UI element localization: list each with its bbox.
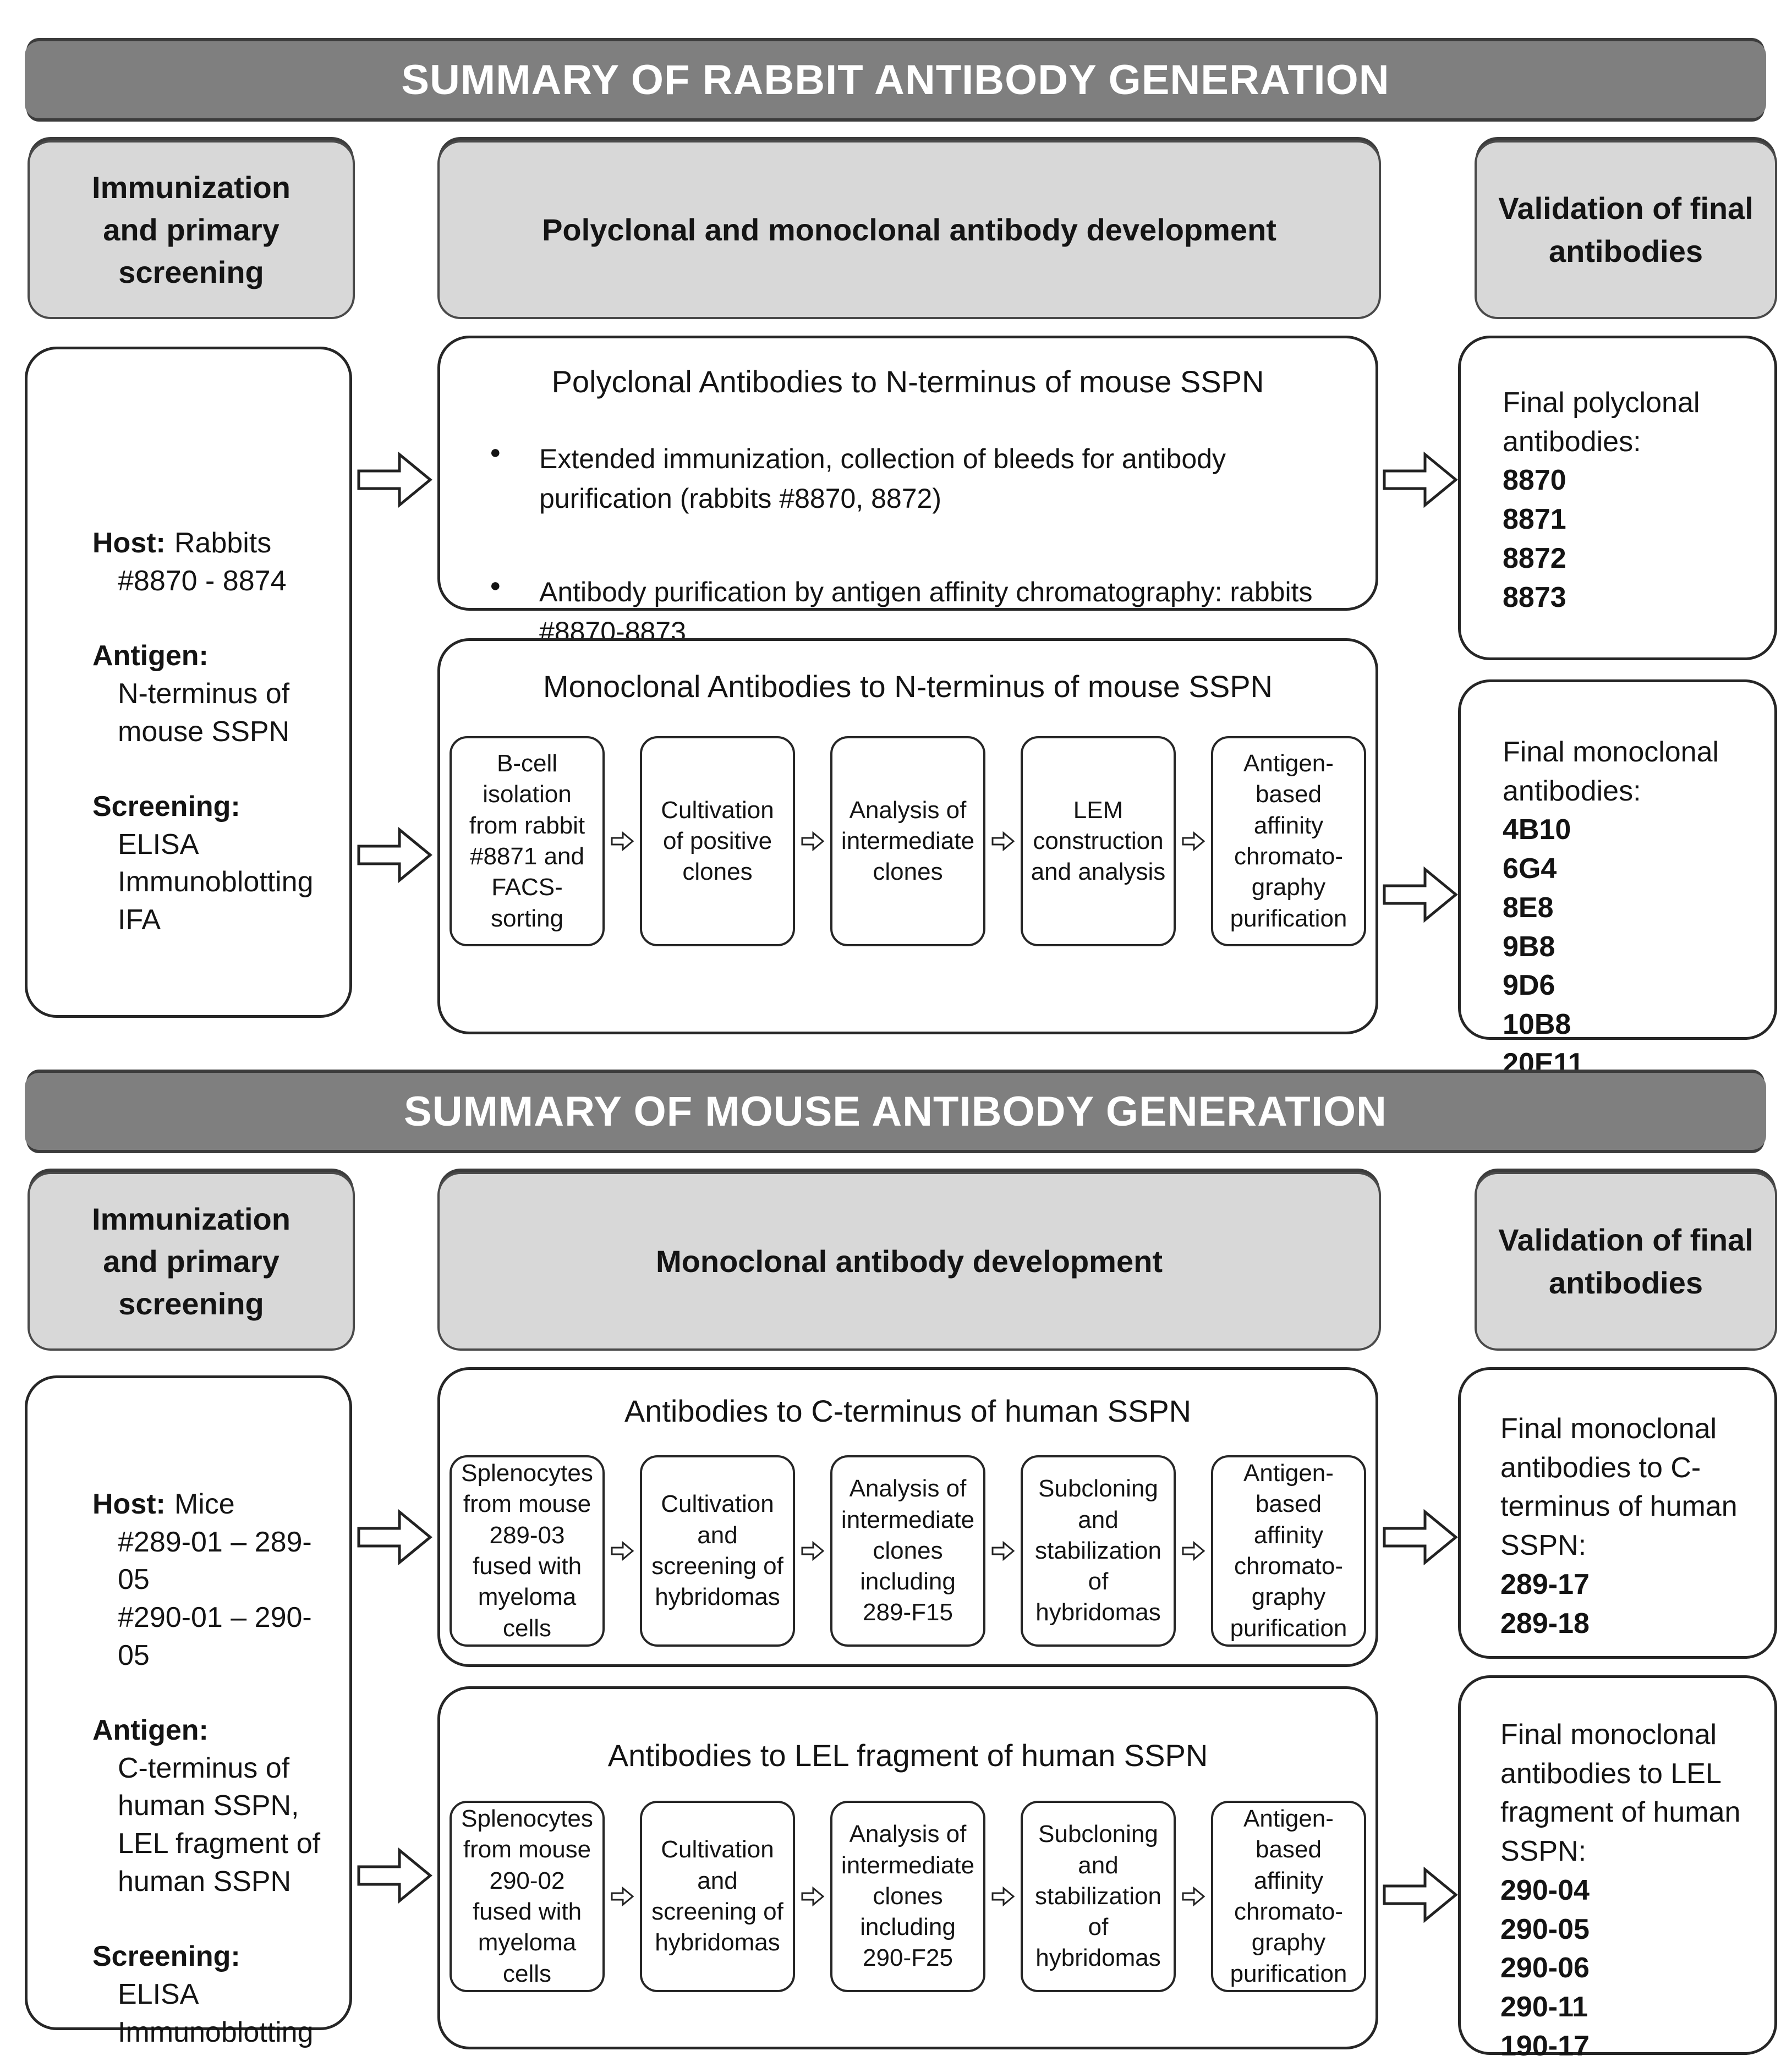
rabbit-header-immunization: Immunization and primary screening	[28, 140, 355, 319]
host-label: Host:	[92, 1488, 166, 1520]
flow-arrow-icon	[357, 1847, 432, 1904]
cterm-step-row: Splenocytes from mouse 289-03 fused with…	[450, 1455, 1366, 1647]
bullet-item: Extended immunization, collection of ble…	[489, 439, 1342, 518]
step-arrow-icon	[611, 1886, 634, 1907]
screening-label: Screening:	[92, 791, 240, 823]
process-step: Cultivation and screening of hybridomas	[640, 1801, 795, 1992]
mouse-header-validation: Validation of final antibodies	[1475, 1172, 1777, 1351]
mouse-final-cterm-box: Final monoclonal antibodies to C- termin…	[1458, 1367, 1777, 1659]
rabbit-polyclonal-box: Polyclonal Antibodies to N-terminus of m…	[437, 336, 1378, 647]
antigen-detail: N-terminus of mouse SSPN	[118, 677, 290, 748]
cterm-box-title: Antibodies to C-terminus of human SSPN	[624, 1394, 1192, 1428]
mouse-host-para: Host:Mice #289-01 – 289-05 #290-01 – 290…	[92, 1485, 333, 1674]
host-value: Mice	[174, 1488, 235, 1520]
screening-label: Screening:	[92, 1940, 240, 1973]
process-step: Splenocytes from mouse 290-02 fused with…	[450, 1801, 605, 1992]
step-arrow-icon	[991, 1540, 1015, 1561]
rabbit-monoclonal-box: Monoclonal Antibodies to N-terminus of m…	[437, 638, 1378, 1034]
process-step: Antigen- based affinity chromato- graphy…	[1211, 1455, 1366, 1647]
monoclonal-box-title: Monoclonal Antibodies to N-terminus of m…	[543, 669, 1273, 704]
screening-detail: ELISA Immunoblotting IFA	[118, 828, 314, 936]
step-arrow-icon	[801, 831, 825, 852]
process-step: B-cell isolation from rabbit #8871 and F…	[450, 736, 605, 946]
process-step: LEM construction and analysis	[1021, 736, 1176, 946]
final-antibody-list: 290-04 290-05 290-06 290-11 190-17	[1500, 1874, 1590, 2056]
rabbit-section-banner: SUMMARY OF RABBIT ANTIBODY GENERATION	[25, 41, 1766, 118]
process-step: Antigen- based affinity chromato- graphy…	[1211, 736, 1366, 946]
process-step: Splenocytes from mouse 289-03 fused with…	[450, 1455, 605, 1647]
step-arrow-icon	[611, 831, 634, 852]
rabbit-header-development: Polyclonal and monoclonal antibody devel…	[437, 140, 1381, 319]
step-arrow-icon	[1182, 1540, 1205, 1561]
host-detail: #8870 - 8874	[118, 564, 287, 597]
monoclonal-step-row: B-cell isolation from rabbit #8871 and F…	[450, 736, 1366, 946]
process-step: Analysis of intermediate clones includin…	[830, 1455, 985, 1647]
process-step: Cultivation and screening of hybridomas	[640, 1455, 795, 1647]
rabbit-host-para: Host:Rabbits #8870 - 8874	[92, 524, 333, 600]
final-antibody-list: 289-17 289-18	[1500, 1568, 1590, 1640]
rabbit-header-validation: Validation of final antibodies	[1475, 140, 1777, 319]
flow-arrow-icon	[1383, 866, 1458, 923]
flow-arrow-icon	[1383, 1866, 1458, 1923]
lel-box-title: Antibodies to LEL fragment of human SSPN	[607, 1738, 1208, 1773]
mouse-lel-box: Antibodies to LEL fragment of human SSPN…	[437, 1686, 1378, 2049]
step-arrow-icon	[801, 1540, 825, 1561]
step-arrow-icon	[801, 1886, 825, 1907]
process-step: Subcloning and stabilization of hybridom…	[1021, 1801, 1176, 1992]
mouse-header-development: Monoclonal antibody development	[437, 1172, 1381, 1351]
mouse-header-immunization: Immunization and primary screening	[28, 1172, 355, 1351]
host-value: Rabbits	[174, 527, 272, 559]
lel-step-row: Splenocytes from mouse 290-02 fused with…	[450, 1801, 1366, 1992]
mouse-cterm-box: Antibodies to C-terminus of human SSPN S…	[437, 1367, 1378, 1667]
final-box-label: Final monoclonal antibodies:	[1503, 736, 1719, 807]
polyclonal-box-title: Polyclonal Antibodies to N-terminus of m…	[551, 364, 1264, 399]
rabbit-antigen-para: Antigen: N-terminus of mouse SSPN	[92, 637, 333, 750]
flow-arrow-icon	[357, 1509, 432, 1566]
rabbit-screening-para: Screening: ELISA Immunoblotting IFA	[92, 788, 333, 939]
host-label: Host:	[92, 527, 166, 559]
process-step: Analysis of intermediate clones	[830, 736, 985, 946]
process-step: Analysis of intermediate clones includin…	[830, 1801, 985, 1992]
mouse-screening-para: Screening: ELISA Immunoblotting IFA	[92, 1938, 333, 2056]
final-antibody-list: 8870 8871 8872 8873	[1503, 464, 1566, 613]
antigen-label: Antigen:	[92, 640, 209, 672]
mouse-antigen-para: Antigen: C-terminus of human SSPN, LEL f…	[92, 1712, 333, 1900]
process-step: Antigen- based affinity chromato- graphy…	[1211, 1801, 1366, 1992]
mouse-immunization-box: Host:Mice #289-01 – 289-05 #290-01 – 290…	[25, 1375, 352, 2056]
final-box-label: Final monoclonal antibodies to C- termin…	[1500, 1413, 1738, 1562]
mouse-section-banner: SUMMARY OF MOUSE ANTIBODY GENERATION	[25, 1073, 1766, 1150]
final-box-label: Final monoclonal antibodies to LEL fragm…	[1500, 1719, 1741, 1868]
antigen-detail: C-terminus of human SSPN, LEL fragment o…	[118, 1752, 321, 1898]
flow-arrow-icon	[357, 826, 432, 884]
flow-arrow-icon	[357, 451, 432, 508]
final-box-label: Final polyclonal antibodies:	[1503, 387, 1700, 458]
rabbit-final-polyclonal-box: Final polyclonal antibodies: 8870 8871 8…	[1458, 336, 1777, 660]
flow-arrow-icon	[1383, 451, 1458, 508]
step-arrow-icon	[991, 1886, 1015, 1907]
rabbit-final-monoclonal-box: Final monoclonal antibodies: 4B10 6G4 8E…	[1458, 679, 1777, 1079]
screening-detail: ELISA Immunoblotting IFA	[118, 1978, 314, 2056]
mouse-final-lel-box: Final monoclonal antibodies to LEL fragm…	[1458, 1675, 1777, 2056]
step-arrow-icon	[1182, 831, 1205, 852]
step-arrow-icon	[991, 831, 1015, 852]
flow-arrow-icon	[1383, 1509, 1458, 1566]
process-step: Subcloning and stabilization of hybridom…	[1021, 1455, 1176, 1647]
step-arrow-icon	[1182, 1886, 1205, 1907]
antigen-label: Antigen:	[92, 1714, 209, 1747]
host-detail: #289-01 – 289-05 #290-01 – 290-05	[118, 1526, 312, 1671]
step-arrow-icon	[611, 1540, 634, 1561]
rabbit-immunization-box: Host:Rabbits #8870 - 8874 Antigen: N-ter…	[25, 347, 352, 1018]
final-antibody-list: 4B10 6G4 8E8 9B8 9D6 10B8 20E11	[1503, 814, 1584, 1079]
process-step: Cultivation of positive clones	[640, 736, 795, 946]
